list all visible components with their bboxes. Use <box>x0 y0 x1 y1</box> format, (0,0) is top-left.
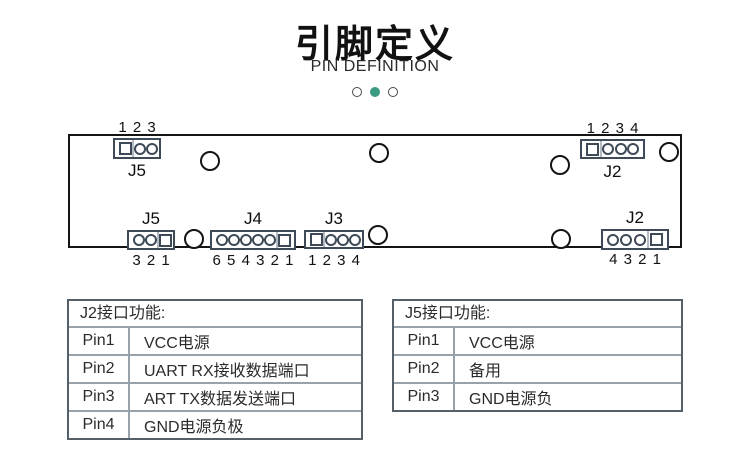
round-pin <box>349 233 361 246</box>
pin-numbers: 1 2 3 4 <box>308 252 360 269</box>
square-pin <box>310 233 323 246</box>
square-pin <box>586 142 599 156</box>
function-cell: UART RX接收数据端口 <box>144 363 310 380</box>
pin-divider <box>323 232 325 247</box>
carousel-dot-1[interactable] <box>352 87 362 97</box>
pin-cell: Pin2 <box>69 356 130 382</box>
connector-label: J4 <box>244 209 262 228</box>
pin-numbers: 4 3 2 1 <box>609 251 661 268</box>
pin-divider <box>599 141 602 157</box>
connector-j2-top: 1 2 3 4 J2 <box>580 120 645 181</box>
square-pin <box>278 233 291 247</box>
square-pin <box>650 233 663 246</box>
round-pin <box>614 143 627 155</box>
pin-divider <box>132 140 134 157</box>
round-pin <box>620 233 633 246</box>
pin-cell: Pin4 <box>69 412 130 438</box>
connector-body <box>127 230 175 250</box>
connector-label: J5 <box>142 209 160 228</box>
table-body: Pin1 VCC电源 Pin2 UART RX接收数据端口 Pin3 ART TX数据发送… <box>69 326 361 438</box>
function-cell: GND电源负极 <box>144 419 244 436</box>
round-pin <box>252 234 264 246</box>
connector-body <box>113 138 161 159</box>
round-pin <box>240 234 252 246</box>
round-pin <box>607 233 619 246</box>
function-cell: ART TX数据发送端口 <box>144 391 297 408</box>
pcb-board-diagram: 1 2 3 J5 1 2 3 4 J2 J5 3 2 1 J4 6 5 4 3 … <box>68 119 682 269</box>
connector-j3-bottom: J3 1 2 3 4 <box>304 209 364 269</box>
connector-label: J2 <box>626 208 644 227</box>
connector-label: J2 <box>603 162 622 181</box>
pin-numbers: 3 2 1 <box>132 252 170 269</box>
connector-j5-top: 1 2 3 J5 <box>113 119 161 180</box>
round-pin <box>145 234 157 246</box>
mounting-hole <box>369 143 389 163</box>
pin-cell: Pin1 <box>69 328 130 354</box>
connector-body <box>210 230 296 250</box>
pin-numbers: 1 2 3 <box>118 119 156 136</box>
round-pin <box>325 233 337 246</box>
connector-j5-bottom: J5 3 2 1 <box>127 209 175 269</box>
table-title: J2接口功能: <box>80 305 166 322</box>
table-row: Pin3 GND电源负 <box>394 382 681 410</box>
square-pin <box>159 233 172 247</box>
connector-j2-bottom: J2 4 3 2 1 <box>601 208 669 268</box>
round-pin <box>133 234 145 246</box>
pin-cell: Pin2 <box>394 356 455 382</box>
j5-function-table: J5接口功能: Pin1 VCC电源 Pin2 备用 Pin3 GND电源负 <box>392 299 683 412</box>
table-row: Pin2 UART RX接收数据端口 <box>69 354 361 382</box>
round-pin <box>627 143 639 155</box>
carousel-dots <box>0 87 750 97</box>
carousel-dot-3[interactable] <box>388 87 398 97</box>
connector-body <box>580 139 645 159</box>
pin-divider <box>157 232 159 248</box>
round-pin <box>337 233 349 246</box>
pin-cell: Pin3 <box>394 384 455 410</box>
table-row: Pin2 备用 <box>394 354 681 382</box>
function-cell: VCC电源 <box>144 335 210 352</box>
mounting-hole <box>368 225 388 245</box>
square-pin <box>119 142 132 155</box>
table-row: Pin3 ART TX数据发送端口 <box>69 382 361 410</box>
pin-numbers: 6 5 4 3 2 1 <box>212 252 294 269</box>
pin-cell: Pin1 <box>394 328 455 354</box>
round-pin <box>216 234 228 246</box>
mounting-hole <box>659 142 679 162</box>
table-row: Pin1 VCC电源 <box>69 326 361 354</box>
carousel-dot-2[interactable] <box>370 87 380 97</box>
round-pin <box>134 142 146 155</box>
round-pin <box>228 234 240 246</box>
pin-divider <box>646 231 649 248</box>
function-cell: 备用 <box>469 363 502 380</box>
table-row: Pin1 VCC电源 <box>394 326 681 354</box>
round-pin <box>602 143 614 155</box>
function-cell: GND电源负 <box>469 391 553 408</box>
page-title: 引脚定义 <box>294 24 455 66</box>
pin-divider <box>276 232 278 248</box>
pin-cell: Pin3 <box>69 384 130 410</box>
mounting-hole <box>551 229 571 249</box>
round-pin <box>146 142 158 155</box>
page-subtitle: PIN DEFINITION <box>310 58 440 75</box>
pin-numbers: 1 2 3 4 <box>586 120 639 137</box>
mounting-hole <box>184 229 204 249</box>
table-title: J5接口功能: <box>405 305 491 322</box>
function-cell: VCC电源 <box>469 335 535 352</box>
round-pin <box>633 233 646 246</box>
connector-j4-bottom: J4 6 5 4 3 2 1 <box>210 209 296 269</box>
round-pin <box>264 234 276 246</box>
connector-body <box>601 229 669 250</box>
connector-body <box>304 230 364 249</box>
j2-function-table: J2接口功能: Pin1 VCC电源 Pin2 UART RX接收数据端口 Pin3 AR… <box>67 299 363 440</box>
connector-label: J3 <box>325 209 343 228</box>
mounting-hole <box>550 155 570 175</box>
mounting-hole <box>200 151 220 171</box>
connector-label: J5 <box>128 161 146 180</box>
table-row: Pin4 GND电源负极 <box>69 410 361 438</box>
table-body: Pin1 VCC电源 Pin2 备用 Pin3 GND电源负 <box>394 326 681 410</box>
